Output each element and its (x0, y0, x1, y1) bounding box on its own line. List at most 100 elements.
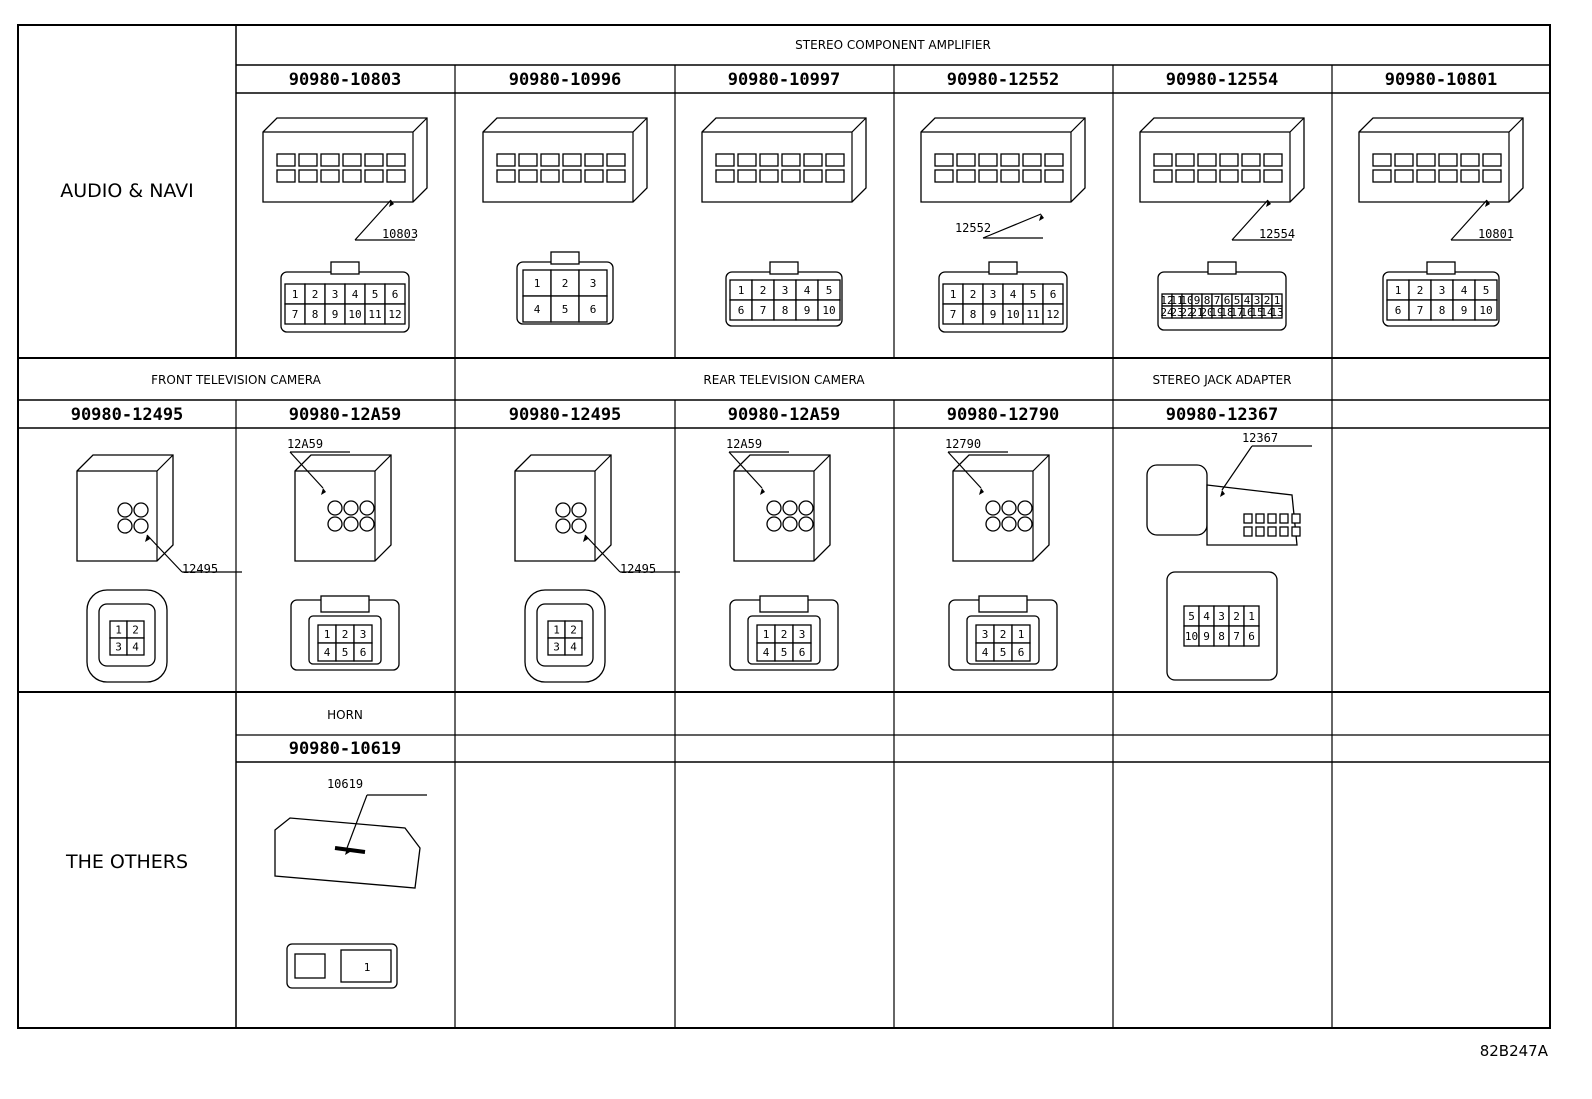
pin-number: 4 (1244, 294, 1251, 307)
part-tag-label: 12495 (620, 562, 656, 576)
pin-number: 3 (1218, 610, 1225, 623)
part-tag-label: 12A59 (726, 437, 762, 451)
pin-number: 9 (1194, 294, 1201, 307)
pin-number: 1 (763, 628, 770, 641)
pin-number: 3 (799, 628, 806, 641)
pin-number: 3 (115, 641, 122, 654)
pin-number: 7 (1214, 294, 1221, 307)
pin-number: 3 (553, 641, 560, 654)
pin-number: 23 (1170, 306, 1183, 319)
pin-number: 2 (1000, 628, 1007, 641)
pin-number: 16 (1240, 306, 1253, 319)
pin-number: 10 (348, 308, 361, 321)
section-label-audio-navi: AUDIO & NAVI (60, 180, 194, 202)
part-number: 90980-10997 (728, 70, 841, 90)
part-tag-label: 12A59 (287, 437, 323, 451)
pin-number: 1 (1395, 284, 1402, 297)
pin-number: 1 (1018, 628, 1025, 641)
pin-number: 1 (115, 624, 122, 637)
pin-number: 6 (1050, 288, 1057, 301)
pin-number: 17 (1230, 306, 1243, 319)
pin-number: 3 (590, 277, 597, 290)
pin-number: 19 (1210, 306, 1223, 319)
pin-number: 5 (1483, 284, 1490, 297)
pin-number: 1 (738, 284, 745, 297)
part-number: 90980-10996 (509, 70, 622, 90)
pin-number: 4 (324, 646, 331, 659)
header-front-television-camera: FRONT TELEVISION CAMERA (151, 373, 322, 387)
pin-number: 15 (1250, 306, 1263, 319)
part-number: 90980-10801 (1385, 70, 1498, 90)
pin-number: 5 (1234, 294, 1241, 307)
pin-number: 10 (1185, 630, 1198, 643)
pin-number: 3 (360, 628, 367, 641)
pin-number: 12 (388, 308, 401, 321)
part-tag-label: 12554 (1259, 227, 1295, 241)
pin-number: 13 (1270, 306, 1283, 319)
pin-number: 18 (1220, 306, 1233, 319)
pin-number: 12 (1160, 294, 1173, 307)
header-stereo-jack-adapter: STEREO JACK ADAPTER (1152, 373, 1291, 387)
pin-number: 3 (782, 284, 789, 297)
pin-number: 2 (570, 624, 577, 637)
part-number: 90980-12367 (1166, 405, 1279, 425)
pin-number: 6 (1248, 630, 1255, 643)
pin-number: 6 (590, 303, 597, 316)
part-number: 90980-12A59 (289, 405, 402, 425)
pin-number: 5 (826, 284, 833, 297)
pin-number: 1 (364, 961, 371, 974)
pin-number: 2 (342, 628, 349, 641)
part-number: 90980-12495 (71, 405, 184, 425)
pin-number: 2 (970, 288, 977, 301)
pin-number: 4 (982, 646, 989, 659)
pin-number: 8 (970, 308, 977, 321)
part-tag-label: 12367 (1242, 431, 1278, 445)
pin-number: 3 (332, 288, 339, 301)
part-number: 90980-12552 (947, 70, 1060, 90)
pin-number: 4 (804, 284, 811, 297)
reference-code: 82B247A (1480, 1042, 1549, 1060)
section-label-the-others: THE OTHERS (65, 851, 188, 873)
pin-number: 4 (1461, 284, 1468, 297)
pin-number: 8 (1204, 294, 1211, 307)
part-number: 90980-12790 (947, 405, 1060, 425)
pin-number: 4 (1010, 288, 1017, 301)
pin-number: 1 (1274, 294, 1281, 307)
pin-number: 9 (990, 308, 997, 321)
pin-number: 21 (1190, 306, 1203, 319)
pin-number: 2 (1233, 610, 1240, 623)
pin-number: 9 (332, 308, 339, 321)
pin-number: 6 (1224, 294, 1231, 307)
pin-number: 5 (1000, 646, 1007, 659)
pin-number: 5 (342, 646, 349, 659)
pin-number: 3 (1439, 284, 1446, 297)
pin-number: 2 (312, 288, 319, 301)
part-tag-label: 12790 (945, 437, 981, 451)
pin-number: 3 (1254, 294, 1261, 307)
pin-number: 14 (1260, 306, 1274, 319)
pin-number: 2 (781, 628, 788, 641)
part-number: 90980-12495 (509, 405, 622, 425)
pin-number: 6 (1018, 646, 1025, 659)
pin-number: 5 (562, 303, 569, 316)
header-horn: HORN (327, 708, 363, 722)
pin-number: 4 (132, 641, 139, 654)
pin-number: 7 (950, 308, 957, 321)
pin-number: 7 (1417, 304, 1424, 317)
pin-number: 2 (562, 277, 569, 290)
part-number: 90980-10619 (289, 739, 402, 759)
pin-number: 1 (1248, 610, 1255, 623)
pin-number: 7 (292, 308, 299, 321)
pin-number: 11 (368, 308, 381, 321)
pin-number: 4 (570, 641, 577, 654)
part-number: 90980-12A59 (728, 405, 841, 425)
pin-number: 2 (760, 284, 767, 297)
